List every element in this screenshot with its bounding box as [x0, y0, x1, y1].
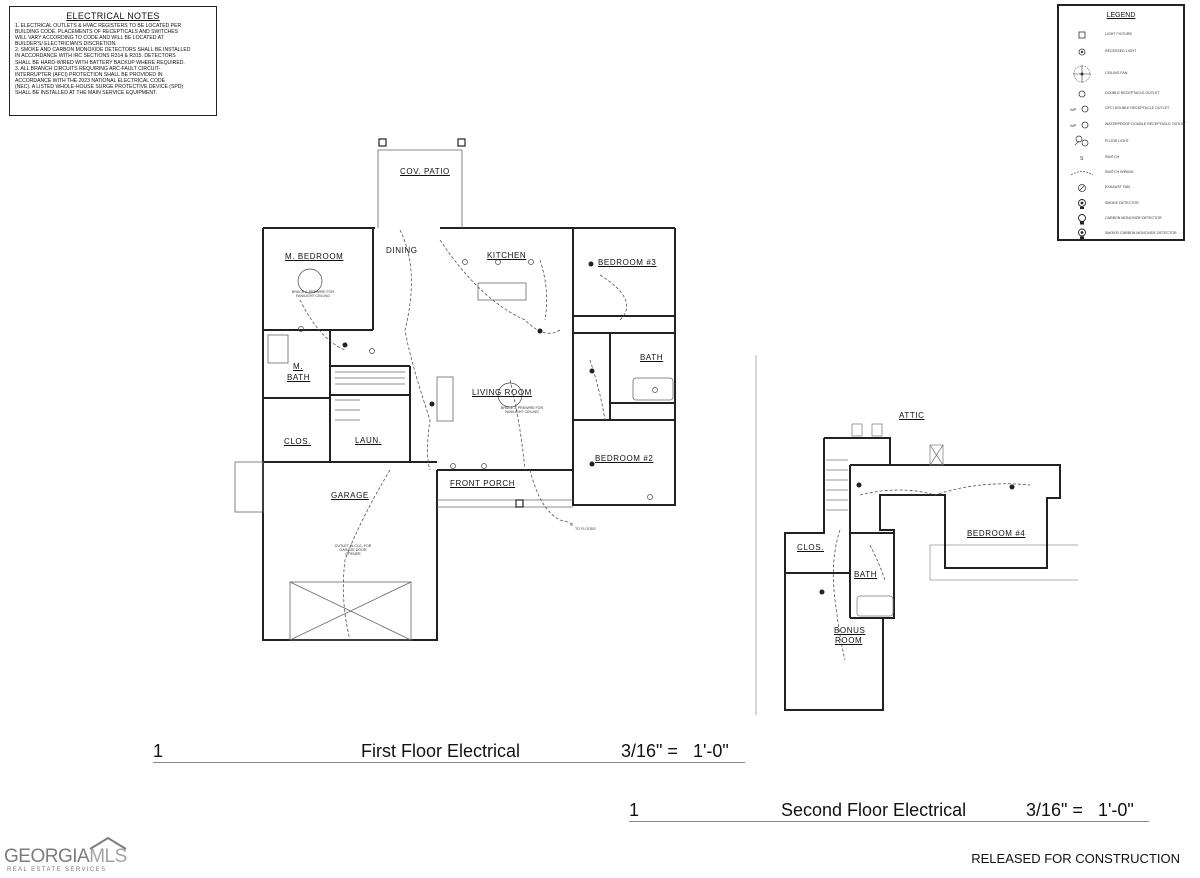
co-detector-icon — [1078, 214, 1086, 225]
room-label-kitchen: KITCHEN — [487, 251, 527, 260]
first-floor-title-number: 1 — [153, 741, 164, 761]
svg-text:WP: WP — [1070, 107, 1077, 112]
legend-row-ceiling-fan: CEILING FAN — [1067, 64, 1183, 84]
second-floor-scale: 3/16" = 1'-0" — [1026, 800, 1134, 820]
flood-light-icon — [1074, 135, 1089, 147]
room-label-clos: CLOS. — [284, 437, 312, 446]
electrical-note-line: SHALL BE HARD-WIRED WITH BATTERY BACKUP … — [15, 59, 185, 66]
released-status: RELEASED FOR CONSTRUCTION — [971, 851, 1180, 866]
legend-row-double-receptacle: DOUBLE RECEPTACLE OUTLET — [1067, 87, 1183, 101]
room-label-m-bedroom: M. BEDROOM — [285, 252, 344, 261]
legend-label: SWITCH WIRING — [1105, 170, 1134, 174]
room-label-m-bath: BATH — [287, 373, 311, 382]
legend-label: DOUBLE RECEPTACLE OUTLET — [1105, 91, 1160, 95]
room-label-bonus: BONUS — [834, 626, 866, 635]
first-floor-title: First Floor Electrical — [361, 741, 521, 761]
legend-label: EXHAUST FAN — [1105, 185, 1130, 189]
room-label-attic: ATTIC — [899, 411, 925, 420]
logo-text: GEORGIAMLS — [4, 846, 127, 867]
legend-row-gfci: WP GFCI DOUBLE RECEPTACLE OUTLET — [1067, 102, 1183, 116]
legend-label: SWITCH — [1105, 155, 1120, 159]
electrical-note-line: (NEC). A LISTED WHOLE-HOUSE SURGE PROTEC… — [15, 83, 184, 90]
electrical-notes-box: ELECTRICAL NOTES 1. ELECTRICAL OUTLETS &… — [9, 6, 217, 116]
legend-label: GFCI DOUBLE RECEPTACLE OUTLET — [1105, 106, 1170, 110]
electrical-note-line: 3. ALL BRANCH CIRCUITS REQUIRING ARC-FAU… — [15, 65, 161, 72]
electrical-note-line: IN ACCORDANCE WITH IRC SECTIONS R314 & R… — [15, 53, 176, 60]
gfci-receptacle-icon: WP — [1070, 105, 1089, 113]
georgia-mls-logo: GEORGIAMLS REAL ESTATE SERVICES — [0, 836, 130, 878]
legend-label: LIGHT FIXTURE — [1105, 32, 1132, 36]
legend-label: CEILING FAN — [1105, 71, 1128, 75]
light-fixture-icon — [1078, 31, 1086, 39]
legend-label: SMOKE/ CARBON MONOXIDE DETECTOR — [1105, 231, 1177, 235]
smoke-co-detector-icon — [1078, 228, 1086, 240]
legend-row-switch: S SWITCH — [1067, 151, 1183, 165]
room-label-cov-patio: COV. PATIO — [400, 167, 450, 176]
legend-row-switch-wiring: SWITCH WIRING — [1067, 166, 1183, 180]
legend-row-co-detector: CARBON MONOXIDE DETECTOR — [1067, 212, 1183, 226]
switch-icon: S — [1080, 156, 1084, 162]
electrical-notes-title: ELECTRICAL NOTES — [66, 11, 160, 21]
legend-label: WATERPROOF DOUBLE RECEPTACLE OUTLET — [1105, 122, 1187, 126]
electrical-note-line: BUILDER'S/ ELECTRICIAN'S DISCRETION. — [15, 41, 117, 48]
second-floor-title-rule — [629, 821, 1149, 822]
second-floor-title: Second Floor Electrical — [781, 800, 967, 820]
roof-icon — [89, 836, 127, 850]
room-label-bath-2: BATH — [854, 570, 878, 579]
first-floor-scale: 3/16" = 1'-0" — [621, 741, 729, 761]
legend-row-recessed-light: RECESSED LIGHT — [1067, 45, 1183, 59]
double-receptacle-icon — [1078, 90, 1086, 98]
exhaust-fan-icon — [1078, 184, 1086, 192]
room-label-m: M. — [293, 362, 304, 371]
legend-label: CARBON MONOXIDE DETECTOR — [1105, 216, 1162, 220]
legend-box: LEGEND LIGHT FIXTURE RECESSED LIGHT CEIL… — [1057, 4, 1187, 241]
legend-row-smoke-detector: SMOKE DETECTOR — [1067, 197, 1183, 211]
room-label-bedroom-4: BEDROOM #4 — [967, 529, 1026, 538]
legend-row-waterproof: WP WATERPROOF DOUBLE RECEPTACLE OUTLET — [1067, 118, 1187, 132]
legend-label: FLOOD LIGHT — [1105, 139, 1129, 143]
ceiling-fan-icon — [1073, 65, 1091, 83]
electrical-note-line: 1. ELECTRICAL OUTLETS & HVAC REGISTERS T… — [15, 23, 182, 29]
legend-row-light-fixture: LIGHT FIXTURE — [1067, 28, 1183, 42]
room-label-living-room: LIVING ROOM — [472, 388, 532, 397]
fan-note-living-room: BRACE & PREWIRE FOR FAN/LIGHT CEILING — [500, 406, 544, 415]
smoke-detector-icon — [1078, 199, 1086, 209]
second-floor-title-number: 1 — [629, 800, 640, 820]
room-label-bedroom-2: BEDROOM #2 — [595, 454, 654, 463]
electrical-note-line: WILL VARY ACCORDING TO CODE AND WILL BE … — [15, 35, 164, 42]
room-label-dining: DINING — [386, 246, 418, 255]
legend-row-flood-light: FLOOD LIGHT — [1067, 133, 1183, 149]
room-label-bath: BATH — [640, 353, 664, 362]
legend-row-smoke-co-detector: SMOKE/ CARBON MONOXIDE DETECTOR — [1067, 227, 1183, 241]
svg-text:S: S — [1080, 156, 1084, 162]
room-label-clos-2: CLOS. — [797, 543, 825, 552]
fan-note-m-bedroom: BRACE & PREWIRE FOR FAN/LIGHT CEILING — [291, 290, 335, 299]
garage-outlet-note: OUTLET IN CLG. FOR GARAGE DOOR OPENER — [334, 544, 372, 557]
room-label-garage: GARAGE — [331, 491, 369, 500]
logo-subtext: REAL ESTATE SERVICES — [7, 867, 107, 873]
electrical-note-line: BUILDING CODE. PLACEMENTS OF RECEPTICALS… — [15, 29, 179, 36]
waterproof-receptacle-icon: WP — [1070, 121, 1089, 129]
electrical-note-line: 2. SMOKE AND CARBON MONOXIDE DETECTORS S… — [15, 47, 191, 54]
electrical-note-line: ACCORDANCE WITH THE 2023 NATIONAL ELECTR… — [15, 77, 166, 84]
legend-label: SMOKE DETECTOR — [1105, 201, 1139, 205]
room-label-bedroom-3: BEDROOM #3 — [598, 258, 657, 267]
recessed-light-icon — [1078, 48, 1086, 56]
legend-title: LEGEND — [1106, 12, 1136, 19]
legend-label: RECESSED LIGHT — [1105, 49, 1137, 53]
room-label-front-porch: FRONT PORCH — [450, 479, 516, 488]
svg-text:WP: WP — [1070, 123, 1077, 128]
to-floods-note: TO FLOODS — [575, 527, 596, 531]
room-label-laun: LAUN. — [355, 436, 382, 445]
electrical-note-line: INTERRUPTER (AFCI) PROTECTION SHALL BE P… — [15, 71, 163, 78]
first-floor-title-rule — [153, 762, 745, 763]
electrical-note-line: SHALL BE INSTALLED AT THE MAIN SERVICE E… — [15, 90, 158, 97]
legend-row-exhaust-fan: EXHAUST FAN — [1067, 181, 1183, 195]
room-label-room: ROOM — [835, 636, 863, 645]
